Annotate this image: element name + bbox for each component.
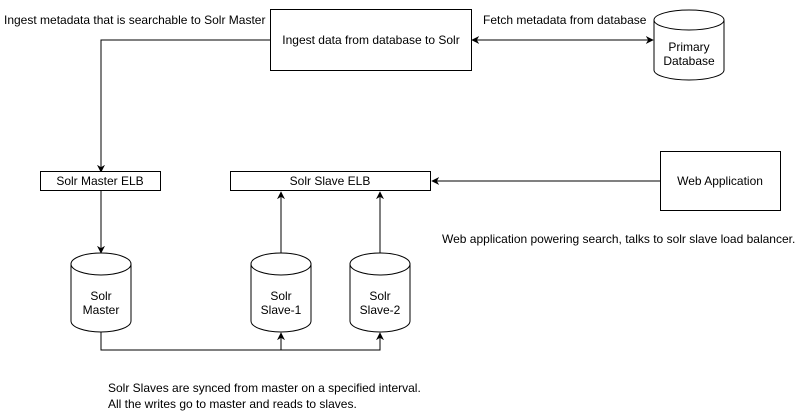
sync-annotation-line1: Solr Slaves are synced from master on a … [108, 381, 421, 395]
solr-master-label-2: Master [83, 303, 120, 317]
primary-database-label-2: Database [663, 54, 715, 68]
solr-slave-2-cylinder [349, 264, 411, 333]
primary-database-cylinder [653, 20, 725, 81]
solr-slave-1-top [250, 252, 312, 276]
ingest-process-box: Ingest data from database to Solr [270, 9, 472, 71]
edge-ingest-to-master-elb [97, 39, 270, 173]
solr-slave-1-label-2: Slave-1 [261, 303, 302, 317]
sync-annotation-line2: All the writes go to master and reads to… [108, 397, 357, 411]
solr-slave-1-cylinder [250, 264, 312, 333]
webapp-annotation: Web application powering search, talks t… [442, 232, 795, 246]
ingest-process-label: Ingest data from database to Solr [282, 33, 459, 47]
primary-database-label-1: Primary [668, 40, 709, 54]
edge-master-sync-to-slaves [100, 332, 384, 351]
primary-database: Primary Database [653, 9, 725, 81]
solr-slave-2-top [349, 252, 411, 276]
web-application: Web Application [660, 151, 781, 211]
solr-slave-2: Solr Slave-2 [349, 252, 411, 333]
solr-slave-elb-label: Solr Slave ELB [290, 174, 371, 188]
solr-slave-2-label-2: Slave-2 [360, 303, 401, 317]
solr-master-top [70, 252, 132, 276]
fetch-annotation: Fetch metadata from database [483, 13, 647, 27]
solr-slave-1: Solr Slave-1 [250, 252, 312, 333]
solr-slave-1-label-1: Solr [270, 289, 291, 303]
solr-slave-elb: Solr Slave ELB [230, 171, 431, 191]
solr-master: Solr Master [70, 252, 132, 333]
solr-master-elb: Solr Master ELB [40, 171, 161, 191]
solr-slave-2-label-1: Solr [369, 289, 390, 303]
solr-master-label-1: Solr [90, 289, 111, 303]
solr-master-cylinder [70, 264, 132, 333]
primary-database-top [653, 9, 725, 31]
web-application-label: Web Application [677, 174, 763, 188]
ingest-annotation: Ingest metadata that is searchable to So… [4, 13, 265, 27]
solr-master-elb-label: Solr Master ELB [56, 174, 143, 188]
